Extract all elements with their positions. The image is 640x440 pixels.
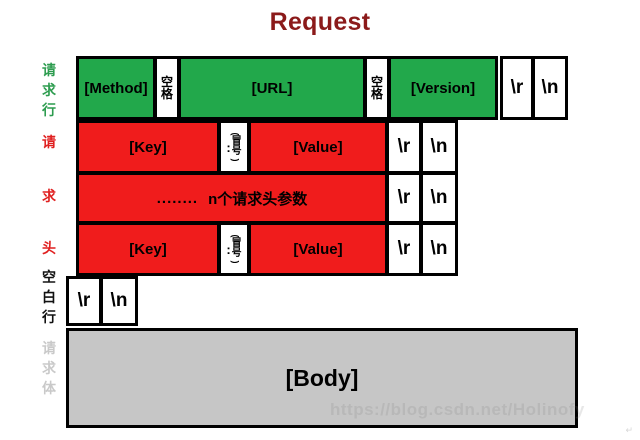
header-count-text: n个请求头参数: [208, 190, 308, 208]
colon-note-char: 号: [231, 146, 242, 157]
side-label-request-line: 请 求 行: [36, 54, 62, 126]
request-line-space-cell-1: 空 格: [154, 56, 180, 120]
side-label-request-header-1: 请: [36, 128, 62, 156]
colon-glyph: :: [226, 241, 231, 257]
header-row-1-cr-cell: \r: [386, 120, 422, 174]
blank-line-lf-cell: \n: [100, 276, 138, 326]
header-row-2-key-cell: [Key]: [76, 222, 220, 276]
request-body-cell: [Body]: [66, 328, 578, 428]
request-line-method-cell: [Method]: [76, 56, 156, 120]
side-label-request-body: 请 求 体: [36, 330, 62, 406]
page-title: Request: [269, 8, 371, 36]
side-label-char: 行: [42, 102, 56, 119]
header-row-n-cr-cell: \r: [386, 172, 422, 224]
space-char: 空: [160, 75, 173, 89]
request-line-lf-cell: \n: [532, 56, 568, 120]
paren-open: (: [230, 234, 241, 238]
side-label-char: 求: [42, 81, 56, 98]
colon-glyph: :: [226, 139, 231, 155]
paren-close: ): [230, 260, 241, 264]
colon-note: ( 冒 号 ): [230, 131, 242, 163]
side-label-char: 请: [42, 339, 56, 356]
request-line-cr-cell: \r: [500, 56, 534, 120]
side-label-request-header-2: 求: [36, 182, 62, 210]
header-row-2-colon-cell: : ( 冒 号 ): [218, 222, 250, 276]
corner-mark: ↵: [625, 425, 633, 435]
header-row-2-value-cell: [Value]: [248, 222, 388, 276]
colon-note: ( 冒 号 ): [230, 233, 242, 265]
side-label-char: 体: [42, 380, 56, 397]
colon-note-char: 冒: [231, 136, 242, 147]
space-char: 格: [160, 87, 173, 101]
space-char: 格: [370, 87, 383, 101]
side-label-char: 请: [42, 61, 56, 78]
side-label-char: 求: [42, 359, 56, 376]
colon-note-char: 号: [231, 248, 242, 259]
header-row-1-lf-cell: \n: [420, 120, 458, 174]
side-label-char: 空: [42, 268, 56, 285]
blank-line-cr-cell: \r: [66, 276, 102, 326]
side-label-char: 头: [42, 239, 56, 256]
side-label-blank-line: 空 白 行: [36, 268, 62, 326]
side-label-char: 白: [42, 288, 56, 305]
side-label-char: 请: [42, 133, 56, 150]
colon-note-char: 冒: [231, 238, 242, 249]
request-line-version-cell: [Version]: [388, 56, 498, 120]
side-label-request-header-3: 头: [36, 234, 62, 262]
header-row-n-cell: ........ n个请求头参数: [76, 172, 388, 224]
header-row-2-cr-cell: \r: [386, 222, 422, 276]
header-row-n-lf-cell: \n: [420, 172, 458, 224]
header-row-1-colon-cell: : ( 冒 号 ): [218, 120, 250, 174]
header-row-2-lf-cell: \n: [420, 222, 458, 276]
ellipsis-text: ........: [156, 189, 199, 207]
side-label-char: 求: [42, 187, 56, 204]
space-char: 空: [370, 75, 383, 89]
request-line-space-cell-2: 空 格: [364, 56, 390, 120]
paren-close: ): [230, 158, 241, 162]
side-label-char: 行: [42, 309, 56, 326]
paren-open: (: [230, 132, 241, 136]
request-line-url-cell: [URL]: [178, 56, 366, 120]
header-row-1-key-cell: [Key]: [76, 120, 220, 174]
header-row-1-value-cell: [Value]: [248, 120, 388, 174]
